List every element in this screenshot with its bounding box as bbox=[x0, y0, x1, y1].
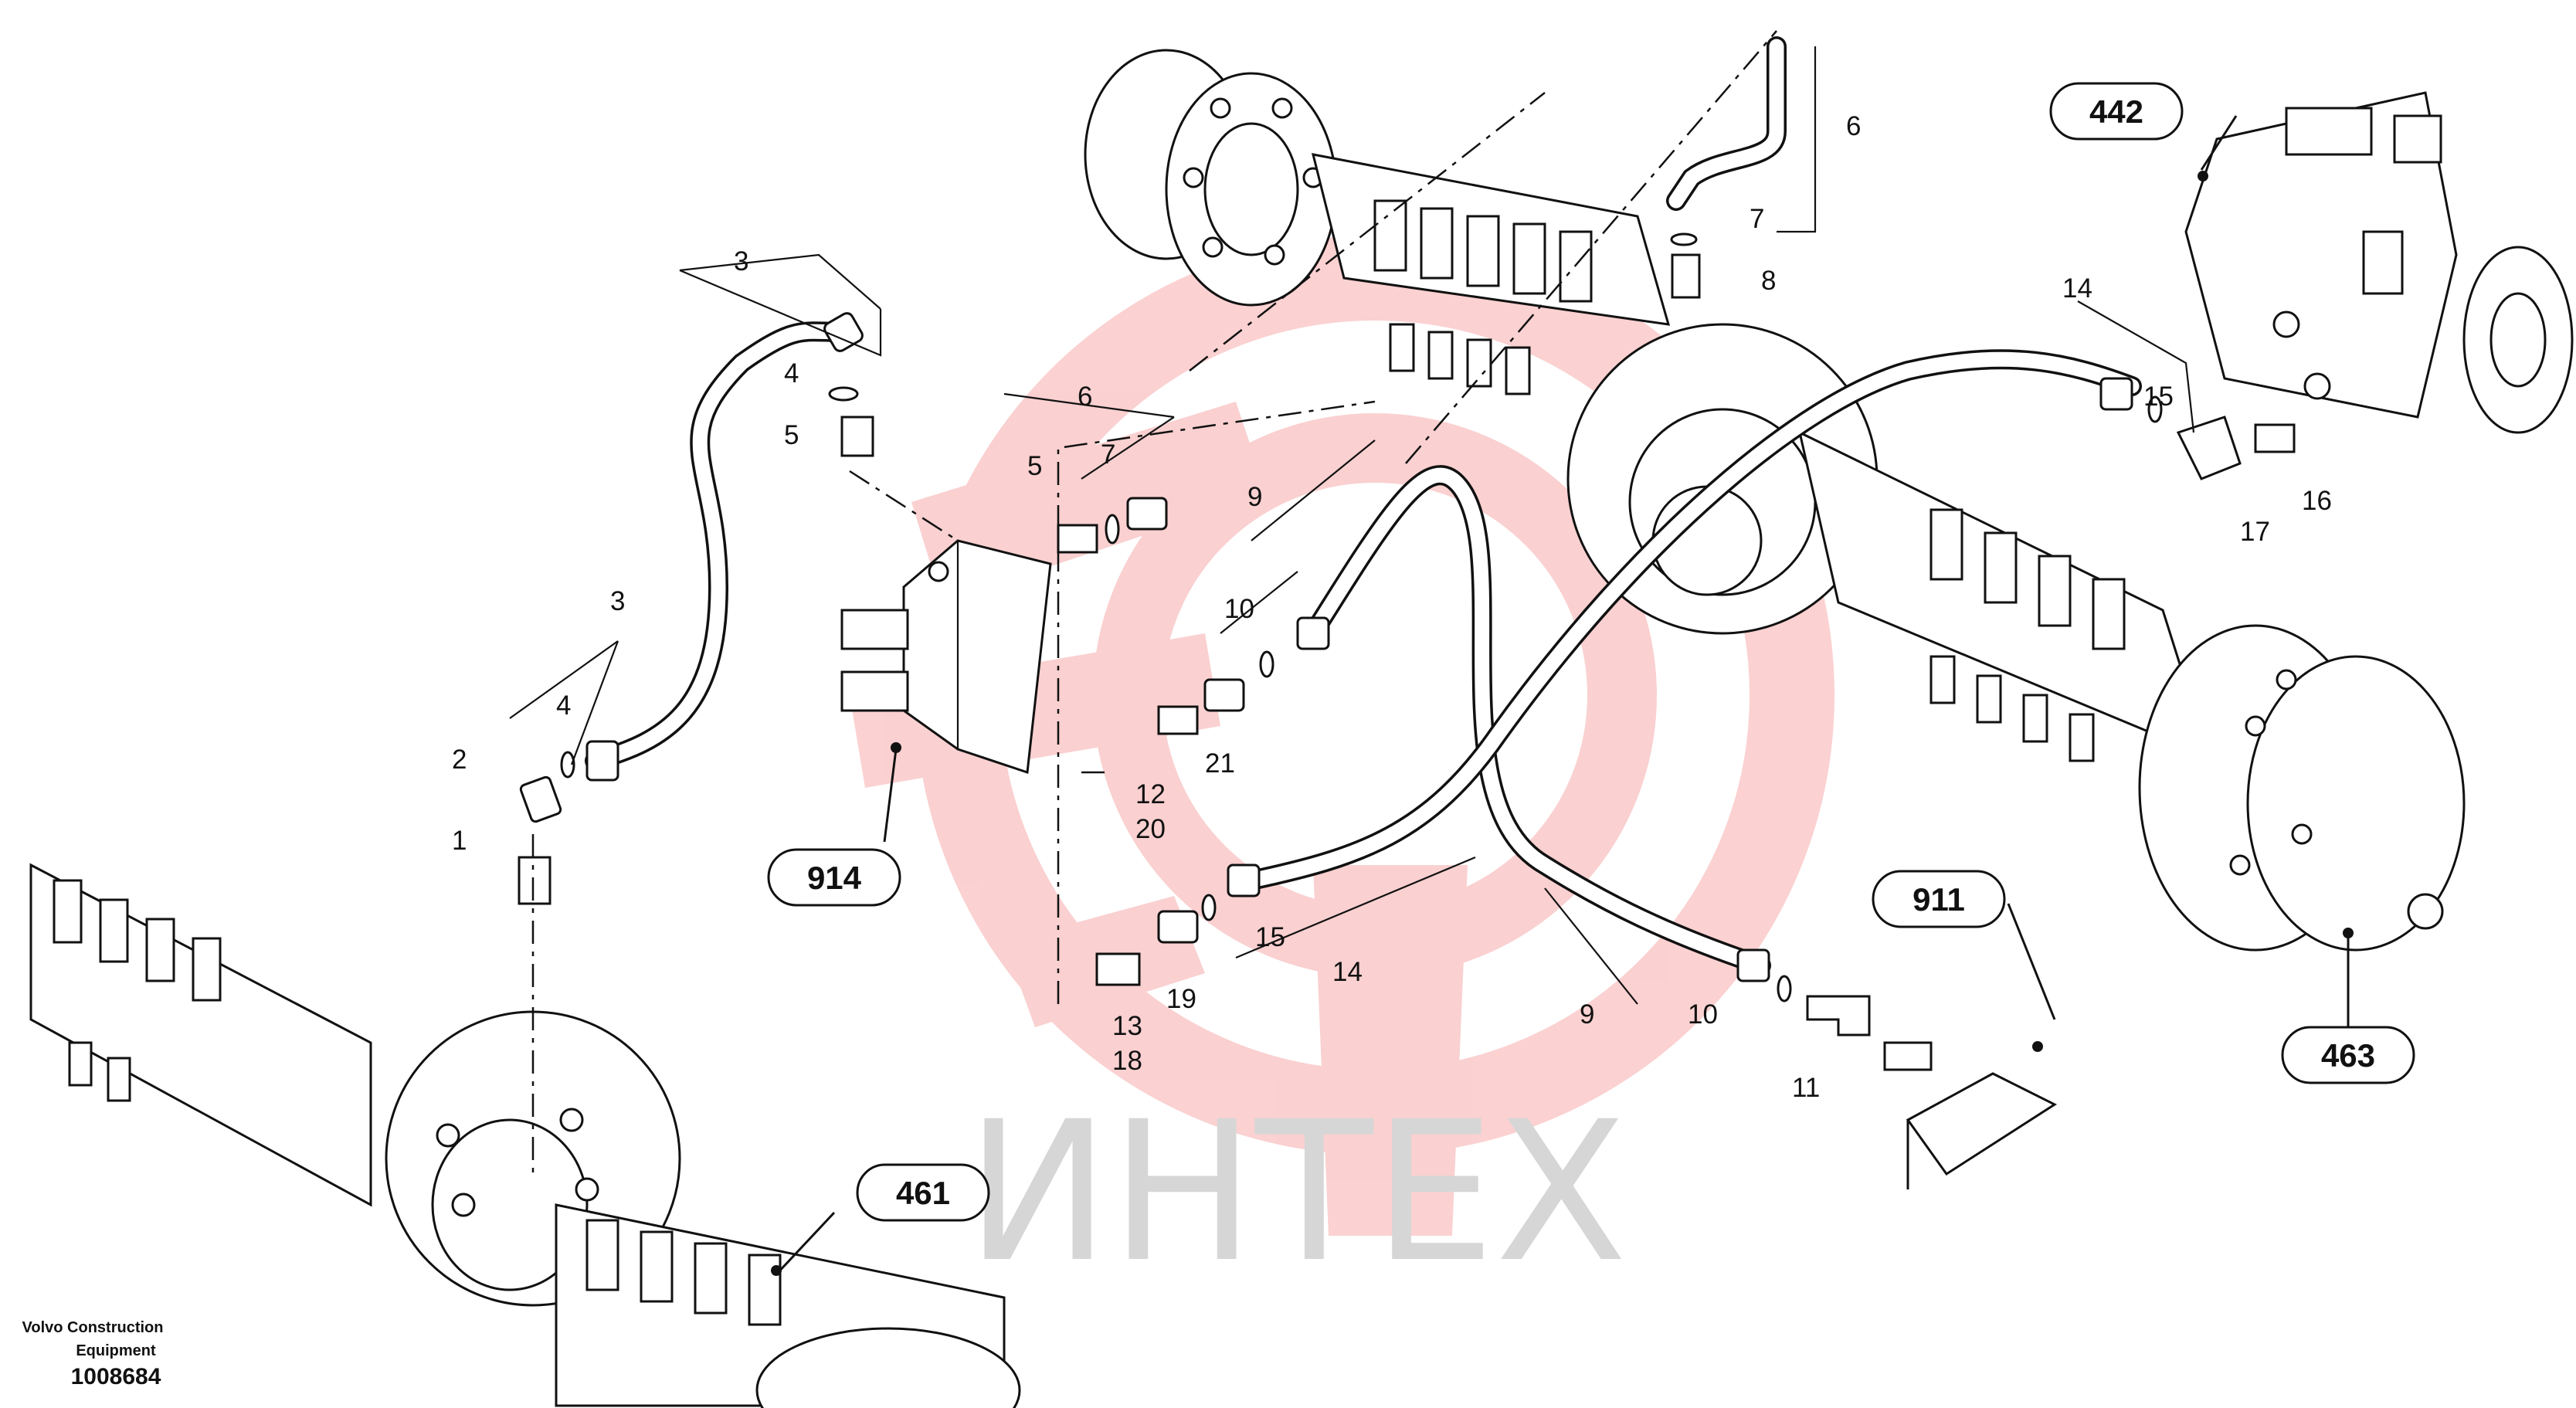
fittings bbox=[518, 232, 2296, 1071]
part-label-3a: 3 bbox=[734, 246, 748, 277]
part-label-20: 20 bbox=[1135, 814, 1166, 844]
part-label-5b: 5 bbox=[1027, 451, 1042, 481]
ref-label-911: 911 bbox=[1912, 881, 1965, 918]
part-label-7b: 7 bbox=[1750, 204, 1764, 234]
ref-label-442: 442 bbox=[2089, 93, 2143, 130]
part-label-10b: 10 bbox=[1688, 999, 1718, 1030]
watermark-text: ИНТЕХ bbox=[966, 1080, 1627, 1305]
ref-callout-442: 442 bbox=[2049, 82, 2208, 182]
part-label-9b: 9 bbox=[1580, 999, 1594, 1030]
ref-label-461: 461 bbox=[896, 1175, 950, 1211]
part-label-1: 1 bbox=[452, 826, 467, 856]
ref-callout-461: 461 bbox=[771, 1163, 990, 1276]
leader-lines bbox=[509, 46, 2350, 1276]
hydraulic-pump-drawing bbox=[2184, 91, 2574, 434]
part-label-12: 12 bbox=[1135, 779, 1166, 809]
part-label-5a: 5 bbox=[784, 420, 799, 450]
part-label-4b: 4 bbox=[556, 690, 571, 721]
part-label-11: 11 bbox=[1792, 1073, 1820, 1103]
part-label-3b: 3 bbox=[610, 586, 625, 616]
hose-9 bbox=[1303, 465, 1771, 975]
frame-911-drawing bbox=[1906, 1072, 2058, 1189]
part-label-18: 18 bbox=[1112, 1046, 1142, 1076]
part-label-15a: 15 bbox=[1255, 922, 1285, 952]
part-label-13: 13 bbox=[1112, 1011, 1142, 1041]
ref-callout-463: 463 bbox=[2281, 928, 2415, 1084]
part-label-15b: 15 bbox=[2143, 382, 2174, 412]
part-label-7a: 7 bbox=[1101, 439, 1115, 470]
part-label-16: 16 bbox=[2302, 486, 2332, 516]
hose-14 bbox=[1241, 349, 2142, 891]
part-label-8: 8 bbox=[1761, 266, 1776, 296]
ref-callout-914: 914 bbox=[767, 742, 901, 907]
part-label-4a: 4 bbox=[784, 358, 799, 388]
part-label-6a: 6 bbox=[1078, 382, 1092, 412]
hose-6-upper bbox=[1666, 36, 1787, 211]
part-label-10a: 10 bbox=[1224, 594, 1254, 624]
credit-line-1: Volvo Construction bbox=[22, 1319, 164, 1336]
part-label-9a: 9 bbox=[1247, 482, 1262, 512]
ref-label-463: 463 bbox=[2321, 1037, 2375, 1074]
credit-line-2: Equipment bbox=[76, 1342, 156, 1359]
part-label-14a: 14 bbox=[1332, 957, 1363, 987]
hose-3 bbox=[585, 321, 852, 771]
part-label-19: 19 bbox=[1166, 984, 1196, 1014]
reference-lines bbox=[531, 30, 1777, 1174]
part-labels: 3 4 5 3 4 2 1 6 7 5 9 10 12 20 21 15 14 … bbox=[452, 111, 2332, 1103]
part-label-17: 17 bbox=[2240, 517, 2270, 547]
part-label-2: 2 bbox=[452, 745, 467, 775]
valve-block-drawing bbox=[840, 539, 1052, 775]
credit-block: Volvo Construction Equipment 1008684 bbox=[22, 1319, 164, 1389]
part-label-6b: 6 bbox=[1846, 111, 1861, 141]
part-label-21: 21 bbox=[1205, 748, 1235, 779]
part-label-14b: 14 bbox=[2062, 273, 2092, 304]
credit-number: 1008684 bbox=[71, 1364, 161, 1389]
ref-label-914: 914 bbox=[807, 860, 862, 896]
front-axle-drawing bbox=[29, 863, 1021, 1408]
ref-callout-911: 911 bbox=[1872, 870, 2043, 1052]
